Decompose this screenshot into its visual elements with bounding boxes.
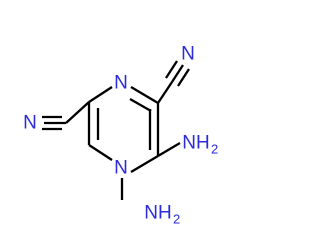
triple-bond-top-2 <box>165 60 178 79</box>
bond-n1-c6 <box>88 144 113 161</box>
ring-nitrogen-top: N <box>114 73 128 94</box>
molecule-structure: N N N N NH 2 NH 2 <box>23 44 218 227</box>
ring-nitrogen-bottom: N <box>114 158 128 179</box>
nitrile-nitrogen-top: N <box>181 44 195 65</box>
bond-c6-c5 <box>130 155 159 173</box>
amine-bottom-label: NH <box>144 203 171 224</box>
amine-top-subscript: 2 <box>211 142 218 157</box>
amine-bonds <box>120 142 181 200</box>
bond-c4-n3 <box>130 86 159 104</box>
bond-c4-n3-double <box>129 98 152 112</box>
amine-bottom-subscript: 2 <box>173 212 180 227</box>
bond-c5-nh2 <box>157 142 181 157</box>
bond-c2-cn-left <box>65 101 90 124</box>
amine-top-label: NH <box>182 133 209 154</box>
nitrile-nitrogen-left: N <box>23 113 37 134</box>
bond-n3-c2 <box>88 86 113 103</box>
ring-bonds <box>87 86 160 173</box>
nitrile-left <box>42 101 90 131</box>
bond-c4-cn-top <box>157 81 173 104</box>
triple-bond-top-1 <box>171 64 184 83</box>
nitrile-top <box>157 60 190 104</box>
triple-bond-top-3 <box>177 68 190 87</box>
